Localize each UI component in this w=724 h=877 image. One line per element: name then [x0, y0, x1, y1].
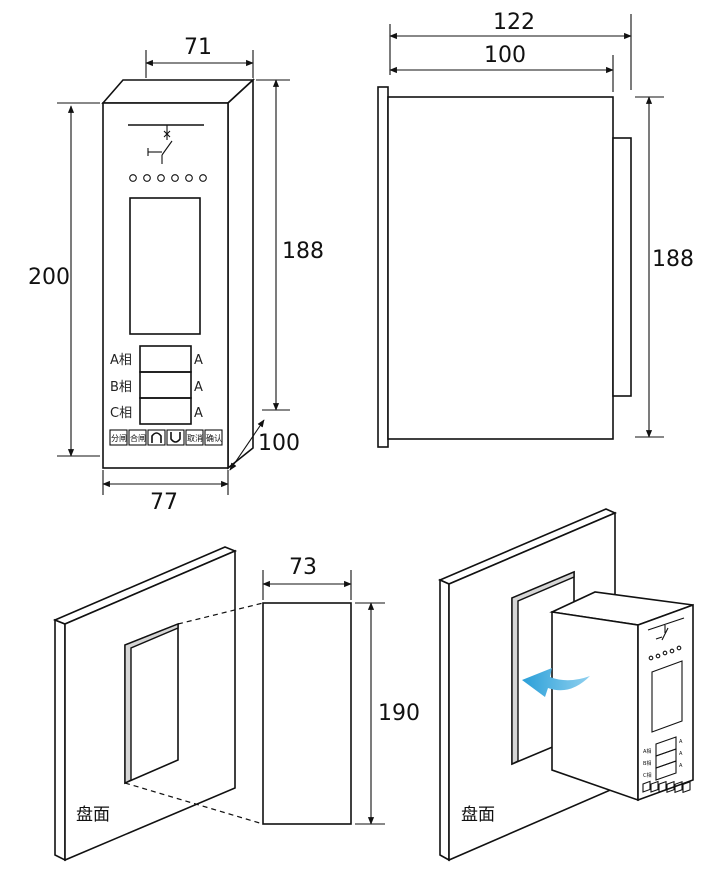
down-button — [166, 429, 185, 446]
dim-width-body: 100 — [484, 43, 526, 68]
confirm-button — [204, 429, 223, 446]
phase-b-unit: A — [194, 380, 203, 395]
phase-b-label: B相 — [110, 380, 132, 395]
cutout-view: 盘面 73 190 — [52, 546, 420, 862]
dim-width-top: 71 — [184, 35, 212, 60]
dim-cutout-width: 73 — [289, 555, 317, 580]
lcd-screen — [129, 197, 201, 335]
phase-c-label: C相 — [110, 406, 132, 421]
side-body — [387, 96, 614, 440]
install-panel-left-edge — [439, 578, 450, 862]
led-indicator — [185, 174, 193, 182]
led-indicator — [157, 174, 165, 182]
mini-breaker-icon — [655, 636, 663, 640]
confirm-button-label: 确认 — [206, 433, 222, 443]
led-indicator — [199, 174, 207, 182]
cancel-button-label: 取消 — [187, 433, 203, 443]
dim-height: 188 — [652, 247, 694, 272]
mini-phase-a-label: A相 — [643, 748, 651, 755]
mini-breaker-icon — [661, 627, 669, 641]
install-view: 盘面 A相 B相 C相 A A A — [437, 508, 694, 862]
led-indicator-row — [129, 174, 207, 182]
front-panel — [102, 102, 229, 469]
close-button-label: 合闸 — [130, 433, 146, 443]
side-front-flange — [377, 86, 389, 448]
open-button — [109, 429, 128, 446]
device-side-face — [551, 611, 639, 802]
phase-c-unit: A — [194, 406, 203, 421]
side-rear-terminal — [612, 137, 632, 397]
mini-phase-c-label: C相 — [643, 772, 652, 779]
keypad: 分闸 合闸 取消 确认 — [109, 429, 223, 446]
dim-height-total: 200 — [28, 265, 70, 290]
dim-height-body: 188 — [282, 239, 324, 264]
mini-led — [669, 648, 675, 654]
projection-line — [124, 782, 264, 825]
cutout-template — [262, 602, 352, 825]
phase-a-unit: A — [194, 353, 203, 368]
phase-c-display — [139, 397, 192, 425]
open-button-label: 分闸 — [111, 434, 127, 443]
led-indicator — [143, 174, 151, 182]
mini-led — [662, 650, 668, 656]
phase-a-label: A相 — [110, 353, 132, 368]
insert-arrow-icon — [522, 668, 590, 697]
front-view: A相 B相 C相 A A A 分闸 合闸 取消 确认 71 — [28, 35, 324, 515]
mini-led — [648, 655, 654, 661]
dim-cutout-height: 190 — [378, 701, 420, 726]
mini-lcd-screen — [651, 660, 683, 733]
mini-phase-b-unit: A — [679, 751, 683, 757]
led-indicator — [129, 174, 137, 182]
panel-label: 盘面 — [76, 805, 110, 825]
side-view: 122 100 188 — [377, 10, 694, 448]
mini-key — [666, 780, 675, 793]
device-front-face — [637, 603, 694, 802]
panel-left-edge — [54, 618, 66, 862]
mini-key — [658, 780, 667, 793]
mini-phase-c-display — [655, 760, 677, 781]
led-indicator — [171, 174, 179, 182]
mini-phase-a-unit: A — [679, 739, 683, 745]
mini-led — [676, 645, 682, 651]
up-button — [147, 429, 166, 446]
mini-breaker-bar — [647, 617, 685, 631]
mini-led — [655, 653, 661, 659]
mini-key — [682, 781, 691, 794]
dim-width-bottom: 77 — [150, 490, 178, 515]
front-box-side-face — [227, 78, 254, 470]
close-button — [128, 429, 147, 446]
install-panel-label: 盘面 — [461, 805, 495, 825]
mini-key — [650, 780, 659, 793]
down-arrow-icon — [170, 432, 181, 443]
mini-phase-c-unit: A — [679, 763, 683, 769]
up-arrow-icon — [151, 432, 162, 443]
front-box-top-face — [101, 79, 256, 104]
dim-line-depth — [229, 419, 265, 471]
install-cutout-depth — [511, 570, 575, 766]
cancel-button — [185, 429, 204, 446]
dim-width-total: 122 — [493, 10, 535, 35]
mini-phase-b-label: B相 — [643, 760, 651, 767]
mini-key — [642, 780, 651, 793]
device-front-details: A相 B相 C相 A A A — [642, 617, 691, 794]
projection-line — [177, 602, 264, 625]
mini-key — [674, 781, 683, 794]
phase-display-rows: A相 B相 C相 A A A — [110, 345, 203, 425]
dim-depth: 100 — [258, 431, 300, 456]
breaker-switch-icon — [147, 125, 173, 164]
